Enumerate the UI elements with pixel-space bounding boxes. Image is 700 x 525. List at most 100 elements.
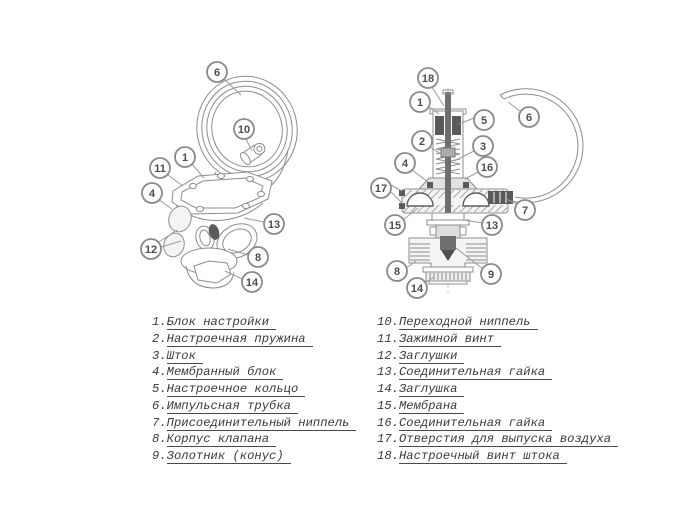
bonnet-bolt-right xyxy=(463,182,469,188)
callout-number: 5 xyxy=(481,115,487,127)
callout-number: 8 xyxy=(394,266,400,278)
part-number: 11. xyxy=(377,331,399,346)
connection-nipple xyxy=(488,191,513,204)
bottom-hex-cap-iso xyxy=(180,247,238,289)
callout-number: 1 xyxy=(417,97,423,109)
part-name: Золотник (конус) xyxy=(166,449,291,464)
parts-list-item: 3.Шток xyxy=(152,348,356,365)
callout-right-7: 7 xyxy=(514,199,536,221)
callout-right-9: 9 xyxy=(480,263,502,285)
part-number: 15. xyxy=(377,398,399,413)
part-name: Соединительная гайка xyxy=(398,415,553,431)
parts-list-item: 14.Заглушка xyxy=(377,381,618,398)
parts-list-item: 17.Отверстия для выпуска воздуха xyxy=(377,431,619,448)
part-number: 7. xyxy=(152,415,167,430)
bonnet-bolt-left xyxy=(427,182,433,188)
bottom-cap-section xyxy=(422,266,474,285)
parts-list-item: 5.Настроечное кольцо xyxy=(152,381,356,398)
parts-list-item: 7.Присоединительный ниппель xyxy=(152,415,357,432)
callout-right-2: 2 xyxy=(411,130,433,152)
callout-right-18: 18 xyxy=(417,67,439,89)
part-number: 4. xyxy=(152,365,167,380)
part-number: 8. xyxy=(152,432,167,447)
callout-number: 2 xyxy=(419,136,425,148)
left-leader-lines xyxy=(158,78,265,280)
part-name: Заглушки xyxy=(398,348,465,364)
callout-number: 14 xyxy=(411,283,424,295)
stem xyxy=(445,92,451,234)
part-number: 10. xyxy=(377,315,399,329)
part-number: 13. xyxy=(377,365,399,380)
part-number: 14. xyxy=(377,382,399,396)
part-name: Соединительная гайка xyxy=(398,365,553,381)
right-diagram-drawing: 18 1 5 6 2 3 4 16 17 7 15 13 8 9 14 xyxy=(370,67,584,299)
callout-number: 12 xyxy=(145,244,157,256)
part-number: 12. xyxy=(377,348,399,363)
callout-number: 11 xyxy=(154,163,166,175)
callout-number: 13 xyxy=(268,219,280,231)
part-number: 2. xyxy=(152,331,167,346)
callout-left-12: 12 xyxy=(140,238,162,260)
parts-list-right: 10.Переходной ниппель 11.Зажимной винт 1… xyxy=(377,314,619,465)
callout-number: 14 xyxy=(246,277,259,289)
callout-number: 7 xyxy=(522,205,528,217)
callout-left-11: 11 xyxy=(149,157,171,179)
callout-number: 8 xyxy=(255,252,261,264)
part-name: Заглушка xyxy=(398,382,465,397)
callout-left-8: 8 xyxy=(247,246,269,268)
callout-number: 3 xyxy=(480,141,486,153)
part-name: Зажимной винт xyxy=(398,331,502,347)
callout-number: 6 xyxy=(214,67,220,79)
parts-list-item: 10.Переходной ниппель xyxy=(377,314,618,331)
callout-right-1: 1 xyxy=(409,91,431,113)
part-name: Корпус клапана xyxy=(166,432,277,448)
part-name: Настроечная пружина xyxy=(166,331,313,347)
parts-list-item: 1.Блок настройки xyxy=(152,314,356,331)
parts-list-item: 2.Настроечная пружина xyxy=(152,331,356,348)
callout-left-4: 4 xyxy=(141,182,163,204)
parts-list-item: 4.Мембранный блок xyxy=(152,364,356,381)
part-number: 16. xyxy=(377,415,399,430)
parts-list-item: 8.Корпус клапана xyxy=(152,431,356,448)
part-name: Блок настройки xyxy=(166,315,277,330)
parts-list-item: 16.Соединительная гайка xyxy=(377,415,618,432)
parts-list-item: 13.Соединительная гайка xyxy=(377,364,618,381)
valve-top-flange xyxy=(171,171,273,221)
callout-number: 18 xyxy=(422,73,434,85)
parts-list-item: 11.Зажимной винт xyxy=(377,331,618,348)
part-name: Настроечный винт штока xyxy=(398,449,567,464)
connection-nut-stack xyxy=(426,212,470,239)
parts-list-left: 1.Блок настройки 2.Настроечная пружина 3… xyxy=(152,314,357,465)
parts-list-item: 12.Заглушки xyxy=(377,348,618,365)
part-name: Настроечное кольцо xyxy=(166,382,306,397)
callout-number: 6 xyxy=(526,112,532,124)
callout-right-8: 8 xyxy=(386,260,408,282)
callout-left-14: 14 xyxy=(241,271,263,293)
callout-number: 4 xyxy=(149,188,156,200)
stem-tip xyxy=(442,89,454,95)
part-name: Импульсная трубка xyxy=(166,398,298,414)
tube-nipple xyxy=(240,142,266,166)
callout-right-6: 6 xyxy=(518,106,540,128)
parts-list-item: 18.Настроечный винт штока xyxy=(377,448,618,465)
callout-number: 13 xyxy=(486,220,498,232)
callout-right-5: 5 xyxy=(473,109,495,131)
callout-right-17: 17 xyxy=(370,177,392,199)
callout-number: 15 xyxy=(389,220,401,232)
callout-left-13: 13 xyxy=(263,213,285,235)
part-number: 6. xyxy=(152,398,167,413)
right-leader-lines xyxy=(390,86,522,284)
callout-left-1: 1 xyxy=(174,146,196,168)
left-diagram-drawing: 6 10 1 11 4 13 12 8 14 xyxy=(140,61,298,293)
plug-dark xyxy=(440,236,456,250)
callout-number: 4 xyxy=(402,158,409,170)
callout-number: 17 xyxy=(375,183,387,195)
callout-right-14: 14 xyxy=(406,277,428,299)
callout-left-6: 6 xyxy=(206,61,228,83)
callout-left-10: 10 xyxy=(233,118,255,140)
callout-number: 10 xyxy=(238,124,250,136)
part-number: 18. xyxy=(377,449,399,463)
cone xyxy=(441,250,455,261)
callout-right-16: 16 xyxy=(476,156,498,178)
